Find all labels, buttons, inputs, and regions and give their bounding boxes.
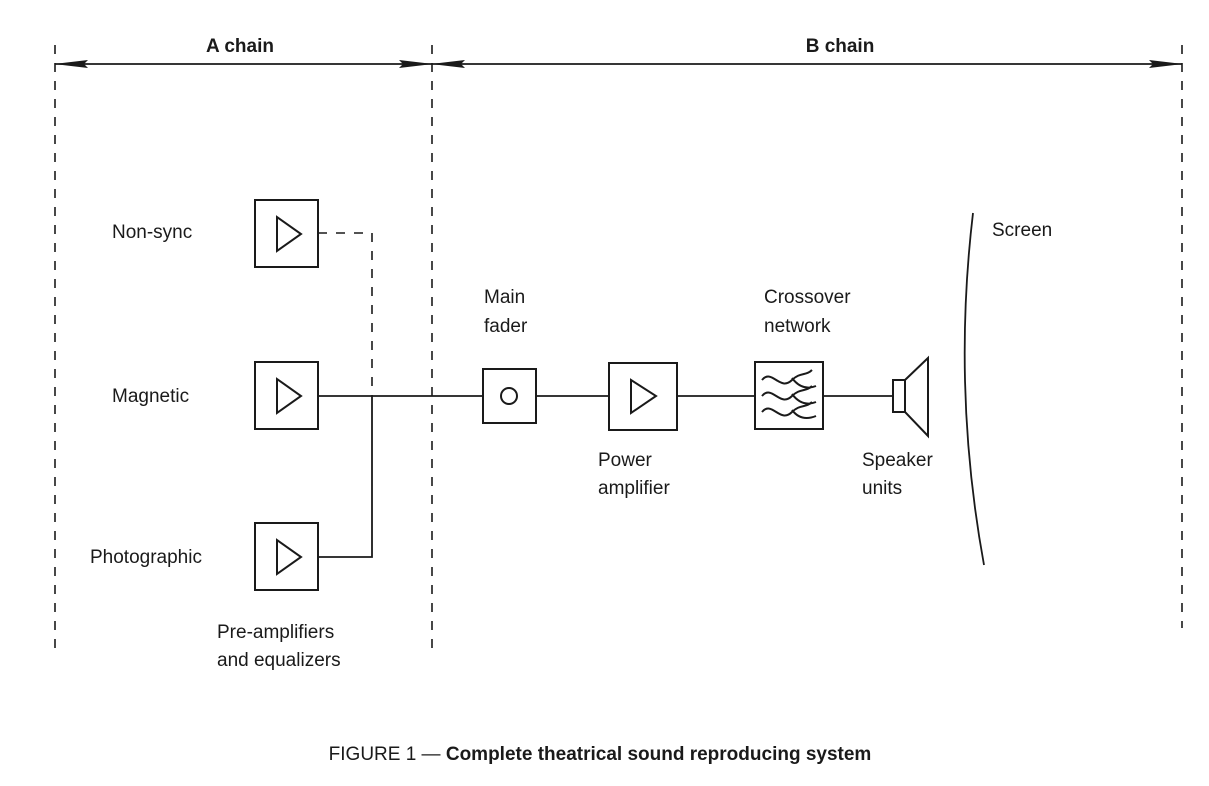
- main-fader-label-line2: fader: [484, 316, 528, 337]
- figure-caption-prefix: FIGURE 1 —: [329, 744, 446, 765]
- non-sync-connection: [318, 232, 373, 396]
- speaker-icon: [892, 355, 929, 439]
- figure-caption: FIGURE 1 — Complete theatrical sound rep…: [329, 744, 872, 765]
- main-fader-label-line1: Main: [484, 287, 525, 308]
- crossover-wave-icon: [761, 369, 817, 419]
- figure-caption-text: Complete theatrical sound reproducing sy…: [446, 744, 871, 765]
- preamp-non-sync: [254, 199, 319, 268]
- screen-curve: [963, 212, 985, 566]
- power-amp-label-line2: amplifier: [598, 478, 670, 499]
- fader-knob-icon: [500, 387, 518, 405]
- screen-label: Screen: [992, 220, 1052, 241]
- crossover-label-line1: Crossover: [764, 287, 851, 308]
- speaker-label-line1: Speaker: [862, 450, 933, 471]
- magnetic-label: Magnetic: [112, 386, 189, 407]
- crossover-network: [754, 361, 824, 430]
- power-amp-label-line1: Power: [598, 450, 653, 471]
- photographic-label: Photographic: [90, 547, 202, 568]
- speaker-label-line2: units: [862, 478, 902, 499]
- amplifier-triangle-icon: [276, 215, 303, 253]
- preamp-label-line1: Pre-amplifiers: [217, 622, 334, 643]
- main-fader: [482, 368, 537, 424]
- photographic-connection: [318, 396, 373, 558]
- a-chain-title: A chain: [206, 36, 274, 57]
- preamp-photographic: [254, 522, 319, 591]
- amplifier-triangle-icon: [630, 378, 658, 415]
- crossover-label-line2: network: [764, 316, 831, 337]
- preamp-magnetic: [254, 361, 319, 430]
- b-chain-title: B chain: [806, 36, 875, 57]
- amplifier-triangle-icon: [276, 377, 303, 415]
- amplifier-triangle-icon: [276, 538, 303, 576]
- non-sync-label: Non-sync: [112, 222, 192, 243]
- power-amplifier: [608, 362, 678, 431]
- preamp-label-line2: and equalizers: [217, 650, 341, 671]
